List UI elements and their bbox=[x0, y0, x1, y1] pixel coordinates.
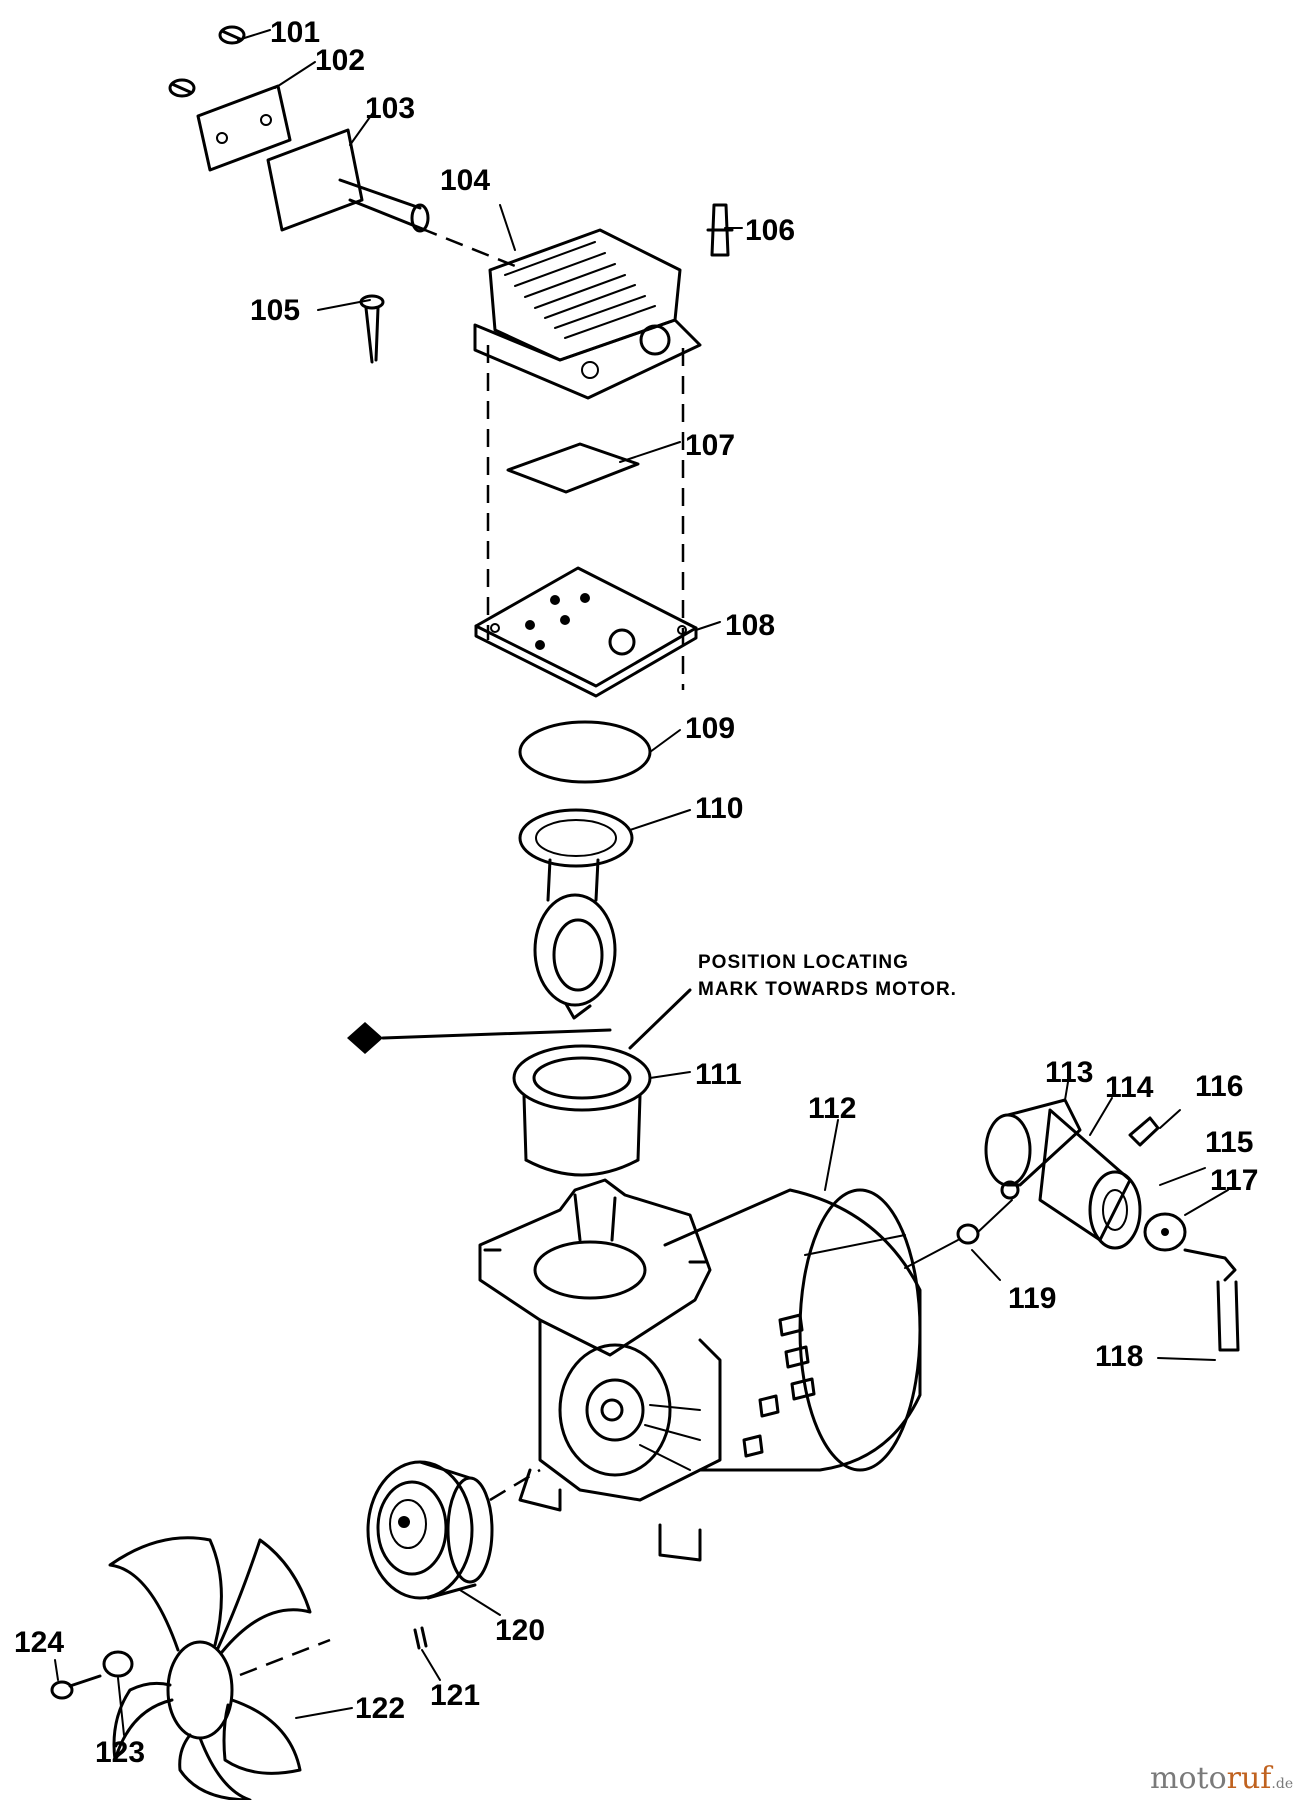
label-102: 102 bbox=[315, 44, 365, 77]
part-labels: 101 102 103 104 105 106 107 108 109 110 … bbox=[14, 16, 1258, 1769]
label-107: 107 bbox=[685, 429, 735, 462]
part-112-motor-crankcase bbox=[478, 1178, 922, 1562]
label-120: 120 bbox=[495, 1614, 545, 1647]
label-104: 104 bbox=[440, 164, 490, 197]
part-111-sleeve bbox=[512, 1044, 652, 1177]
label-122: 122 bbox=[355, 1692, 405, 1725]
part-113-housing bbox=[984, 1098, 1082, 1200]
leader-lines bbox=[54, 29, 1229, 1736]
part-106-fitting bbox=[706, 203, 734, 257]
label-123: 123 bbox=[95, 1736, 145, 1769]
part-119-washer bbox=[904, 1199, 1013, 1269]
label-121: 121 bbox=[430, 1679, 480, 1712]
part-107-gasket bbox=[506, 442, 640, 494]
label-108: 108 bbox=[725, 609, 775, 642]
watermark-suffix: .de bbox=[1271, 1776, 1293, 1792]
part-109-o-ring bbox=[518, 720, 652, 784]
part-102-plate bbox=[196, 84, 292, 172]
part-122-fan bbox=[108, 1536, 331, 1800]
label-101: 101 bbox=[270, 16, 320, 49]
part-124-bolt bbox=[50, 1674, 102, 1700]
label-124: 124 bbox=[14, 1626, 64, 1659]
part-118-rod bbox=[1183, 1248, 1240, 1352]
watermark-logo: motoruf.de bbox=[1150, 1761, 1293, 1796]
label-109: 109 bbox=[685, 712, 735, 745]
part-123-washer bbox=[102, 1650, 134, 1678]
label-105: 105 bbox=[250, 294, 300, 327]
part-120-pulley bbox=[366, 1460, 541, 1600]
note-line-2: MARK TOWARDS MOTOR. bbox=[698, 979, 957, 1000]
part-101-screws bbox=[168, 25, 246, 98]
part-116-screw bbox=[1128, 1116, 1160, 1147]
part-114-cylinder bbox=[1038, 1108, 1142, 1250]
svg-text:motoruf.de: motoruf.de bbox=[1150, 1761, 1293, 1796]
label-110: 110 bbox=[695, 792, 743, 825]
locating-mark-pointer bbox=[347, 988, 692, 1054]
label-114: 114 bbox=[1105, 1071, 1154, 1104]
label-118: 118 bbox=[1095, 1340, 1143, 1373]
label-117: 117 bbox=[1210, 1164, 1258, 1197]
label-119: 119 bbox=[1008, 1282, 1056, 1315]
label-113: 113 bbox=[1045, 1056, 1093, 1089]
part-108-valve-plate bbox=[474, 566, 698, 698]
part-117-disc bbox=[1143, 1212, 1187, 1252]
part-103-block bbox=[266, 128, 430, 233]
part-110-connecting-rod bbox=[518, 808, 634, 1020]
label-112: 112 bbox=[808, 1092, 856, 1125]
watermark-part-2: ruf bbox=[1227, 1761, 1274, 1796]
label-111: 111 bbox=[695, 1058, 742, 1091]
label-115: 115 bbox=[1205, 1126, 1253, 1159]
label-116: 116 bbox=[1195, 1070, 1243, 1103]
part-121-set-screw bbox=[413, 1626, 428, 1650]
note-line-1: POSITION LOCATING bbox=[698, 952, 909, 973]
part-105-bolt bbox=[359, 294, 385, 364]
label-106: 106 bbox=[745, 214, 795, 247]
label-103: 103 bbox=[365, 92, 415, 125]
part-104-cylinder-head bbox=[473, 228, 702, 400]
watermark-part-1: moto bbox=[1150, 1761, 1227, 1796]
